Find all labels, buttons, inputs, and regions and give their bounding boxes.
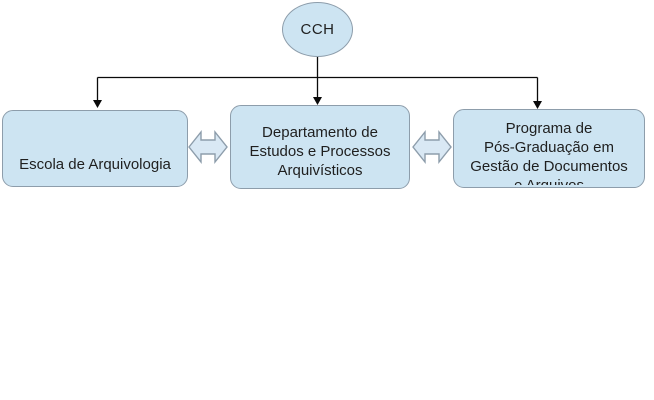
node-cch: CCH — [282, 2, 353, 57]
down-arrowhead-left — [93, 100, 102, 108]
box-label-line: Programa de — [505, 120, 593, 137]
left-right-arrow-icon — [412, 130, 452, 164]
box-text-clip: Programa de Pós-Graduação em Gestão de D… — [454, 110, 644, 185]
box-label-line: Departamento de — [262, 124, 378, 141]
left-right-arrow-shape — [412, 130, 452, 164]
box-label-line: Escola de Arquivologia — [19, 156, 171, 173]
box-programa-pos-graduacao: Programa de Pós-Graduação em Gestão de D… — [453, 109, 645, 188]
node-cch-label: CCH — [300, 21, 335, 38]
box-text: Escola de Arquivologia — [3, 155, 187, 174]
box-text: Programa de Pós-Graduação em Gestão de D… — [454, 119, 644, 185]
box-label-line: Estudos e Processos — [249, 143, 391, 160]
box-text: Departamento de Estudos e Processos Arqu… — [231, 123, 409, 180]
left-right-arrow-shape — [188, 130, 228, 164]
box-label-line: Pós-Graduação em — [483, 139, 615, 156]
box-departamento-estudos-processos: Departamento de Estudos e Processos Arqu… — [230, 105, 410, 189]
down-arrowhead-middle — [313, 97, 322, 105]
left-right-arrow-icon — [188, 130, 228, 164]
box-label-line: Gestão de Documentos — [470, 158, 628, 175]
box-label-line: Arquivísticos — [277, 162, 363, 179]
down-arrowhead-right — [533, 101, 542, 109]
box-label-line-clipped: e Arquivos — [454, 176, 644, 185]
box-escola-de-arquivologia: Escola de Arquivologia — [2, 110, 188, 187]
